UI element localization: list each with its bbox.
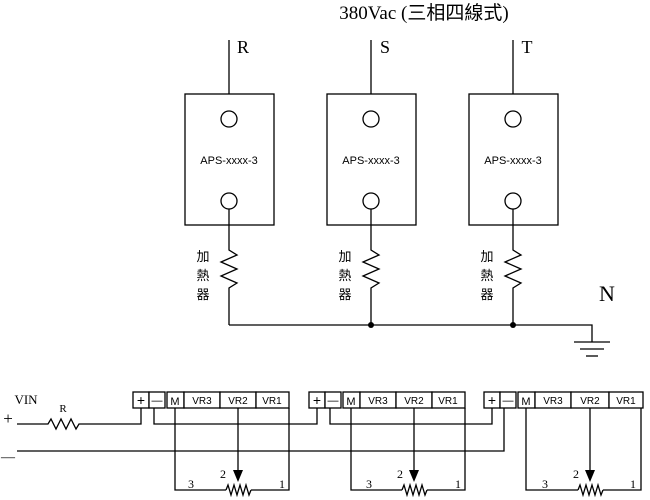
heater-r-char-1: 加 [196, 250, 209, 265]
tb2-vr1 [431, 391, 466, 409]
tb2-plus-label: + [313, 392, 321, 408]
pot3-pin3-wire [525, 408, 578, 491]
heater-t-char-2: 熱 [480, 269, 493, 284]
phase-t-branch: T APS-xxxx-3 加 熱 器 [468, 37, 559, 325]
tb3-vr2-label: VR2 [580, 396, 600, 407]
tb1-m-label: M [170, 396, 179, 408]
input-resistor-label: R [59, 403, 67, 415]
pot1-pin2-label: 2 [220, 467, 226, 481]
junction-dot-t [510, 322, 516, 328]
tb1-vr1-label: VR1 [262, 396, 282, 407]
pot2-pin2-label: 2 [397, 467, 403, 481]
ssr-s-input-terminal [362, 110, 380, 128]
tb1-vr2-label: VR2 [228, 396, 248, 407]
pot1-pin1-wire [251, 408, 290, 491]
pot3-pin3-label: 3 [542, 477, 548, 491]
pot2-pin3-wire [350, 408, 402, 491]
diagram-title: 380Vac (三相四線式) [339, 2, 508, 24]
phase-s-branch: S APS-xxxx-3 加 熱 器 [326, 37, 417, 325]
tb1-minus [148, 391, 166, 409]
terminal-block-2: + — M VR3 VR2 VR1 3 2 1 [308, 391, 466, 498]
ssr-r-output-terminal [220, 192, 238, 210]
neutral-label: N [599, 281, 615, 306]
tb2-vr1-label: VR1 [438, 396, 458, 407]
junction-dot-s [368, 322, 374, 328]
tb3-m-label: M [521, 396, 530, 408]
terminal-block-1: + — M VR3 VR2 VR1 3 2 1 [132, 391, 290, 498]
pot2-resistor [401, 482, 428, 498]
pot1-pin1-label: 1 [279, 477, 285, 491]
pot1-pin3-wire [174, 408, 226, 491]
heater-r-resistor [219, 209, 239, 325]
ssr-r-model-label: APS-xxxx-3 [200, 155, 257, 167]
tb1-minus-label: — [152, 395, 163, 407]
pot3-resistor [577, 482, 604, 498]
heater-t-resistor [503, 209, 523, 325]
heater-s-char-1: 加 [338, 250, 351, 265]
positive-link-2-3 [329, 408, 493, 425]
pot1-pin3-label: 3 [188, 477, 194, 491]
phase-r-branch: R APS-xxxx-3 加 熱 器 [184, 37, 275, 325]
pot1-resistor [225, 482, 252, 498]
pot2-pin1-wire [427, 408, 466, 491]
vin-label: VIN [14, 392, 38, 407]
phase-label-s: S [380, 37, 390, 57]
pot2-wiper-arrow [409, 470, 419, 482]
vin-plus-sign: + [3, 409, 13, 428]
positive-link-1-2 [153, 408, 318, 425]
tb2-vr2-label: VR2 [404, 396, 424, 407]
tb1-vr1 [255, 391, 290, 409]
pot3-pin1-label: 1 [630, 477, 636, 491]
ssr-t-output-terminal [504, 192, 522, 210]
pot3-wiper-arrow [585, 470, 595, 482]
heater-r-char-2: 熱 [196, 269, 209, 284]
tb3-plus-label: + [488, 392, 496, 408]
ssr-t-input-terminal [504, 110, 522, 128]
negative-bus [17, 408, 505, 452]
phase-label-t: T [522, 37, 533, 57]
terminal-block-3: + — M VR3 VR2 VR1 3 2 1 [483, 391, 644, 498]
input-resistor [17, 408, 142, 431]
tb2-m-label: M [346, 396, 355, 408]
tb3-vr1-label: VR1 [616, 396, 636, 407]
tb3-vr3-label: VR3 [543, 396, 563, 407]
ssr-t-model-label: APS-xxxx-3 [484, 155, 541, 167]
vin-minus-sign: — [0, 450, 16, 465]
phase-label-r: R [237, 37, 249, 57]
tb3-minus [499, 391, 517, 409]
tb1-vr3-label: VR3 [192, 396, 212, 407]
ssr-s-output-terminal [362, 192, 380, 210]
neutral-wire [229, 324, 593, 342]
heater-s-char-2: 熱 [338, 269, 351, 284]
ssr-r-input-terminal [220, 110, 238, 128]
ssr-s-model-label: APS-xxxx-3 [342, 155, 399, 167]
tb2-minus [324, 391, 342, 409]
tb2-vr3-label: VR3 [368, 396, 388, 407]
control-input: VIN + — R [0, 392, 505, 465]
pot2-pin3-label: 3 [366, 477, 372, 491]
heater-t-char-1: 加 [480, 250, 493, 265]
heater-r-char-3: 器 [196, 288, 209, 303]
neutral-bus: N [229, 281, 615, 357]
tb3-vr1 [608, 391, 644, 409]
pot1-wiper-arrow [233, 470, 243, 482]
tb1-plus-label: + [137, 392, 145, 408]
pot3-pin1-wire [603, 408, 642, 491]
heater-t-char-3: 器 [480, 288, 493, 303]
pot2-pin1-label: 1 [455, 477, 461, 491]
heater-s-resistor [361, 209, 381, 325]
tb3-minus-label: — [503, 395, 514, 407]
heater-s-char-3: 器 [338, 288, 351, 303]
tb2-minus-label: — [328, 395, 339, 407]
pot3-pin2-label: 2 [573, 467, 579, 481]
